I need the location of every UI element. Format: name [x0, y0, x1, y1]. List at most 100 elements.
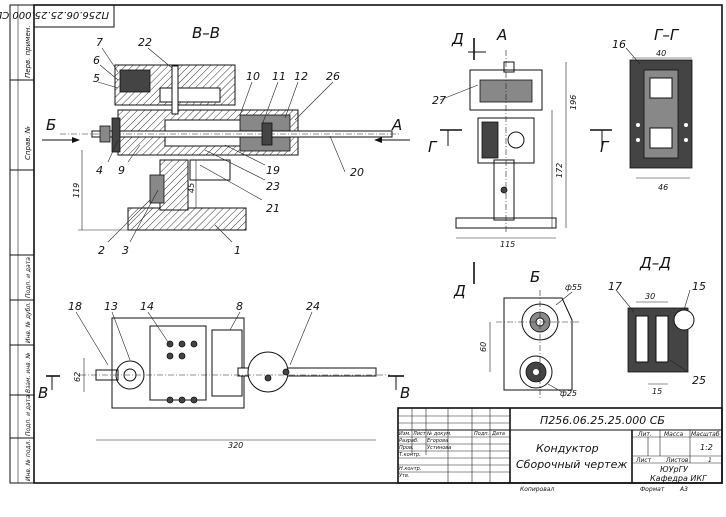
- org-1: ЮУрГУ: [660, 465, 689, 474]
- dim-40: 40: [656, 49, 666, 58]
- scale-value: 1:2: [700, 443, 713, 452]
- cut-mark-d-top: Д: [451, 30, 464, 48]
- callout-21: 21: [266, 202, 280, 215]
- col-lit: Лит.: [637, 431, 652, 438]
- callout-22: 22: [138, 36, 152, 49]
- dim-320: 320: [228, 441, 243, 450]
- kopiroval: Копировал: [520, 486, 554, 493]
- hdr-ndokum: № докум.: [426, 431, 452, 437]
- plan-base: [111, 317, 245, 409]
- list-label: Лист: [635, 457, 652, 464]
- section-dd-title: Д–Д: [639, 254, 671, 272]
- callout-23: 23: [266, 180, 280, 193]
- role-razrab: Разраб.: [399, 438, 419, 444]
- callout-17: 17: [608, 280, 622, 293]
- strip-sprav: Справ. №: [24, 126, 32, 160]
- hdr-podp: Подп.: [474, 431, 489, 437]
- callout-5: 5: [93, 72, 100, 85]
- role-tkontr: Т.контр.: [399, 452, 421, 458]
- cut-mark-d-bottom: Д: [453, 282, 466, 300]
- callout-24: 24: [306, 300, 320, 313]
- callout-9: 9: [118, 164, 125, 177]
- cut-mark-a-right: А: [391, 116, 402, 134]
- section-bb-view: В–В Б А 119: [42, 24, 410, 257]
- callout-7: 7: [96, 36, 103, 49]
- callout-4: 4: [96, 164, 103, 177]
- hdr-izm: Изм.: [399, 431, 411, 437]
- callout-19: 19: [266, 164, 280, 177]
- name-prov: Устинова: [427, 445, 451, 451]
- dim-196: 196: [569, 95, 578, 110]
- section-gg-title: Г–Г: [654, 26, 680, 44]
- callout-11: 11: [272, 70, 286, 83]
- view-b: Б ф55 60 ф25: [479, 268, 582, 398]
- plan-view: В В 62 320 18 13 14 8 24: [38, 300, 410, 450]
- cut-mark-g-right: Г: [600, 138, 610, 156]
- dim-55: ф55: [565, 283, 582, 292]
- listov-value: 1: [708, 457, 712, 464]
- b-outline: [503, 297, 573, 391]
- role-nkontr: Н.контр.: [399, 466, 421, 472]
- view-a-title: А: [496, 26, 507, 44]
- section-dd-view: Д–Д 30 15 17 15 25: [608, 254, 706, 396]
- callout-12: 12: [294, 70, 308, 83]
- dim-45: 45: [187, 183, 196, 193]
- callout-27: 27: [432, 94, 446, 107]
- strip-podp-data-2: Подп. и дата: [25, 395, 32, 436]
- dim-115: 115: [500, 240, 515, 249]
- view-a: А Д Г Г Д 196 172 115 27: [428, 26, 612, 300]
- dim-119: 119: [72, 183, 81, 198]
- callout-13: 13: [104, 300, 118, 313]
- column: [159, 159, 189, 211]
- callout-25: 25: [692, 374, 706, 387]
- section-bb-title: В–В: [192, 24, 220, 42]
- callout-18: 18: [68, 300, 82, 313]
- base-plate: [127, 207, 247, 231]
- section-gg-view: Г–Г 40 46 16: [612, 26, 693, 192]
- dim-25: ф25: [560, 389, 577, 398]
- strip-inv-podl: Инв. № подл.: [25, 440, 32, 481]
- left-strip: Перв. примен. Справ. № Подп. и дата Инв.…: [24, 25, 32, 481]
- callout-1: 1: [234, 244, 241, 257]
- sheet-frame: [9, 4, 723, 484]
- col-masshtab: Масштаб: [691, 431, 720, 438]
- name-razrab: Егорова: [427, 438, 448, 444]
- callout-3: 3: [122, 244, 129, 257]
- role-prov: Пров.: [399, 445, 414, 451]
- title-block: П256.06.25.25.000 СБ Изм. Лист № докум. …: [397, 407, 723, 493]
- dim-15: 15: [652, 387, 662, 396]
- view-b-title: Б: [530, 268, 540, 286]
- cut-mark-v-left: В: [38, 384, 48, 402]
- callout-10: 10: [246, 70, 260, 83]
- strip-inv-dubl: Инв. № дубл.: [25, 302, 32, 343]
- cut-mark-b-left: Б: [46, 116, 56, 134]
- org-2: Кафедра ИКГ: [650, 474, 707, 483]
- dim-62: 62: [73, 372, 82, 382]
- callout-6: 6: [93, 54, 100, 67]
- callout-20: 20: [350, 166, 364, 179]
- strip-vzam-inv: Взам. инв. №: [25, 352, 32, 393]
- doc-name-2: Сборочный чертеж: [516, 458, 627, 471]
- dim-46: 46: [658, 183, 668, 192]
- callout-15: 15: [692, 280, 706, 293]
- col-massa: Масса: [664, 431, 683, 438]
- hdr-list: Лист: [412, 431, 427, 437]
- designation-rotated: П256.06.25.25.000 СБ: [0, 9, 109, 20]
- dim-172: 172: [555, 163, 564, 178]
- role-utv: Утв.: [399, 473, 410, 479]
- format-value: А3: [679, 486, 688, 493]
- plan-rod: [237, 367, 377, 377]
- callout-16: 16: [612, 38, 626, 51]
- callout-2: 2: [98, 244, 105, 257]
- hdr-data: Дата: [491, 431, 505, 437]
- dim-60: 60: [479, 342, 488, 352]
- callout-14: 14: [140, 300, 154, 313]
- callout-26: 26: [326, 70, 340, 83]
- dim-30: 30: [645, 292, 655, 301]
- designation-box-rotated: П256.06.25.25.000 СБ: [0, 4, 115, 28]
- strip-perv-primen: Перв. примен.: [24, 25, 32, 78]
- title-code: П256.06.25.25.000 СБ: [540, 414, 665, 427]
- cut-mark-g-left: Г: [428, 138, 438, 156]
